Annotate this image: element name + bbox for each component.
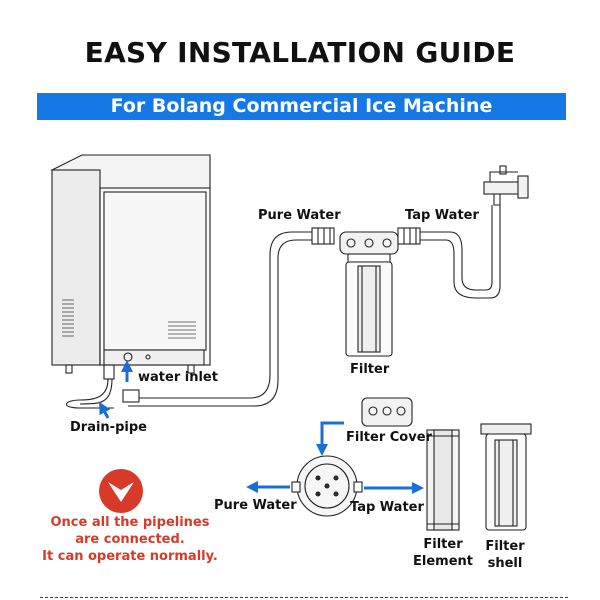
filter-cover-label: Filter Cover [346, 430, 432, 445]
filter-top-view [291, 455, 363, 517]
filter-cover-part [361, 397, 413, 427]
filter-shell-label: Filter shell [485, 539, 525, 571]
filter-label: Filter [350, 362, 390, 377]
pure-water-hose [122, 227, 335, 407]
filter-element-label: Filter Element [413, 537, 473, 569]
faucet [483, 165, 529, 206]
drain-pipe-label: Drain-pipe [70, 420, 147, 435]
drain-pipe-line [65, 378, 114, 409]
filter-element-part [426, 429, 460, 531]
water-inlet-label: water inlet [138, 370, 218, 385]
filter-housing [339, 231, 399, 357]
chevron-down-icon [99, 469, 143, 513]
subtitle-banner: For Bolang Commercial Ice Machine [37, 93, 566, 120]
ice-machine [50, 154, 211, 380]
tap-water-in-label: Tap Water [350, 500, 424, 515]
pure-water-label: Pure Water [258, 208, 341, 223]
filter-shell-part [480, 423, 532, 531]
pure-water-out-label: Pure Water [214, 498, 297, 513]
tap-water-hose [397, 205, 501, 299]
page-title: EASY INSTALLATION GUIDE [84, 36, 516, 69]
divider [40, 597, 568, 598]
tap-water-label: Tap Water [405, 208, 479, 223]
instruction-note: Once all the pipelines are connected. It… [42, 515, 218, 564]
